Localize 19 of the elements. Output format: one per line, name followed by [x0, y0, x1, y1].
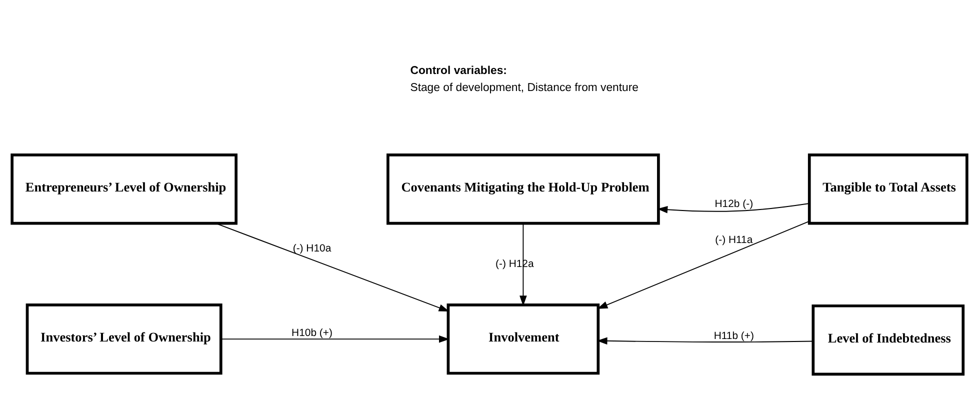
- arrow: [657, 202, 810, 213]
- arrow: [215, 222, 450, 312]
- arrow: [597, 220, 810, 308]
- node-box: Covenants Mitigating the Hold-Up Problem: [386, 153, 660, 224]
- edge-label: H10b (+): [292, 328, 332, 339]
- edge-label: H11b (+): [714, 330, 754, 342]
- arrow: [220, 334, 450, 342]
- node-box: Investors’ Level of Ownership: [26, 303, 222, 374]
- arrow: [520, 222, 527, 306]
- node-box: Tangible to Total Assets: [808, 153, 968, 224]
- node-box: Entrepreneurs’ Level of Ownership: [10, 153, 238, 224]
- label: Control variables:: [410, 64, 507, 76]
- edge-label: H12b (-): [714, 198, 754, 210]
- node-box: Level of Indebtedness: [812, 304, 965, 376]
- node-box: Involvement: [446, 303, 600, 374]
- arrow: [596, 336, 814, 344]
- label: Stage of development, Distance from venture: [410, 81, 639, 94]
- edge-label: (-) H10a: [292, 243, 332, 254]
- edge-label: (-) H11a: [715, 234, 753, 246]
